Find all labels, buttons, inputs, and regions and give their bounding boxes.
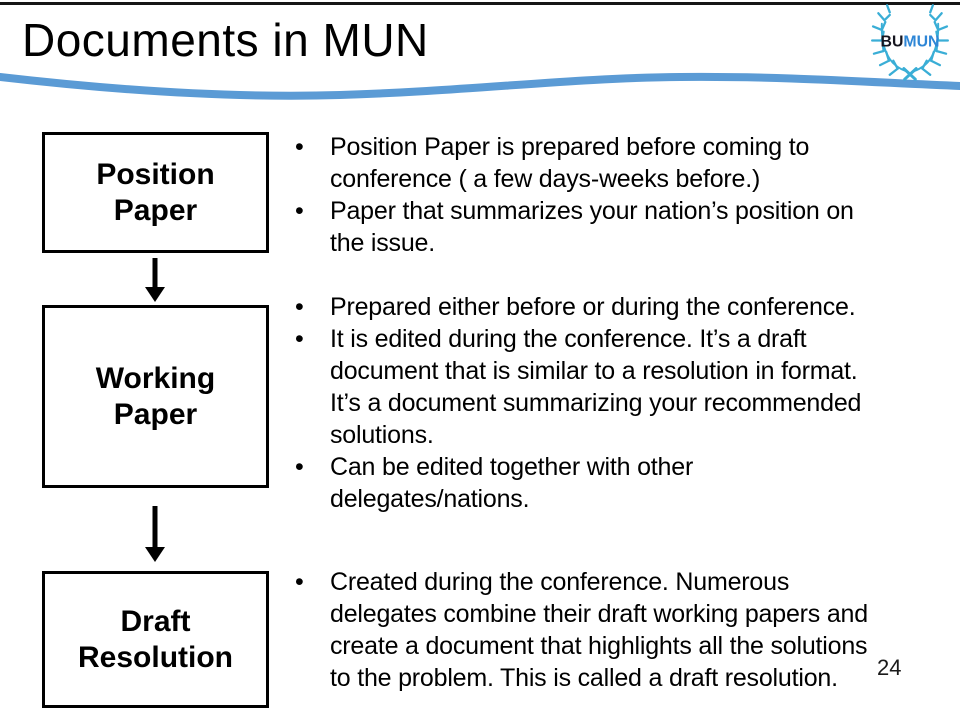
down-arrow-icon	[145, 258, 165, 302]
top-border-rule	[0, 2, 960, 5]
box-label-line: Resolution	[78, 640, 233, 674]
logo-text: BUMUN	[881, 34, 940, 51]
box-position-paper: Position Paper	[42, 132, 269, 253]
page-number: 24	[877, 655, 902, 680]
bullet-line: delegates/nations.	[330, 485, 530, 513]
bullet-line: Paper that summarizes your nation’s posi…	[330, 197, 854, 225]
box-draft-resolution: Draft Resolution	[42, 571, 269, 708]
bullet-item: Position Paper is prepared before coming…	[288, 131, 953, 195]
bullet-item: Paper that summarizes your nation’s posi…	[288, 195, 953, 259]
bullet-item: Created during the conference. Numerous …	[288, 566, 953, 694]
bullet-line: Created during the conference. Numerous	[330, 568, 790, 596]
bullet-item: Can be edited together with other delega…	[288, 451, 953, 515]
bullet-line: Position Paper is prepared before coming…	[330, 133, 810, 161]
bumun-logo: BUMUN	[871, 4, 949, 81]
bullet-line: delegates combine their draft working pa…	[330, 600, 868, 628]
bullet-line: document that is similar to a resolution…	[330, 357, 858, 385]
box-working-paper: Working Paper	[42, 305, 269, 488]
bullet-line: create a document that highlights all th…	[330, 632, 868, 660]
box-label-line: Paper	[113, 397, 198, 431]
box-label-line: Draft	[120, 604, 191, 638]
bullet-line: the issue.	[330, 229, 436, 257]
bullet-line: Can be edited together with other	[330, 453, 694, 481]
box-label-line: Position	[96, 157, 215, 191]
bullet-item: Prepared either before or during the con…	[288, 291, 953, 323]
bullet-line: to the problem. This is called a draft r…	[330, 664, 838, 692]
down-arrow-icon	[145, 506, 165, 562]
page-title: Documents in MUN	[22, 14, 429, 66]
bullet-item: It is edited during the conference. It’s…	[288, 323, 953, 451]
laurel-wreath-icon	[871, 4, 949, 81]
bullet-line: Prepared either before or during the con…	[330, 293, 856, 321]
bullet-line: It is edited during the conference. It’s…	[330, 325, 807, 353]
box-label-line: Paper	[113, 193, 198, 227]
bullet-line: solutions.	[330, 421, 434, 449]
bullet-line: It’s a document summarizing your recomme…	[330, 389, 862, 417]
box-label-line: Working	[95, 361, 216, 395]
bullet-line: conference ( a few days-weeks before.)	[330, 165, 761, 193]
bullet-section-draft-resolution: Created during the conference. Numerous …	[288, 566, 953, 694]
bullet-section-position-paper: Position Paper is prepared before coming…	[288, 131, 953, 259]
bullet-section-working-paper: Prepared either before or during the con…	[288, 291, 953, 515]
